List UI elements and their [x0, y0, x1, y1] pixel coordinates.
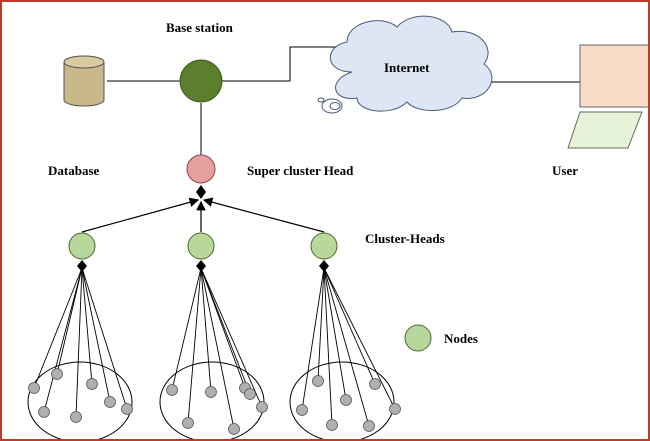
internet-cloud-icon — [317, 15, 493, 114]
cluster-1-link — [81, 267, 93, 385]
cluster-1-link — [33, 267, 83, 389]
cluster-3-link — [301, 267, 325, 411]
cluster-3-link — [317, 267, 325, 382]
nodes-label: Nodes — [444, 331, 478, 346]
cluster-2-link — [200, 267, 263, 408]
cluster-1-diamond — [77, 260, 87, 272]
internet-label: Internet — [384, 60, 430, 75]
cluster-1-node — [70, 411, 82, 423]
cluster-1-link — [43, 267, 83, 413]
cluster-2-node — [205, 386, 217, 398]
cluster-3-diamond — [319, 260, 329, 272]
ch3-to-super-arrow — [202, 197, 325, 233]
cluster-head-1 — [68, 232, 96, 260]
base-to-internet-link — [222, 46, 347, 82]
cluster-head-3 — [310, 232, 338, 260]
cluster-1-node — [86, 378, 98, 390]
super-cluster-head-label: Super cluster Head — [247, 163, 354, 178]
cluster-3-node — [363, 420, 375, 432]
cluster-1-node — [28, 382, 40, 394]
cluster-1-node — [121, 403, 133, 415]
cluster-2-node — [228, 423, 240, 435]
cluster-2-link — [200, 267, 212, 393]
cluster-3-node — [312, 375, 324, 387]
cluster-2-node — [256, 401, 268, 413]
cluster-2-diamond — [196, 260, 206, 272]
cluster-3-node — [326, 419, 338, 431]
clusters-group — [27, 232, 401, 439]
cluster-3-link — [323, 267, 376, 385]
super-cluster-head-node — [186, 154, 216, 184]
cluster-3-node — [389, 403, 401, 415]
ch1-to-super-arrow — [81, 197, 200, 233]
cluster-2-node — [182, 417, 194, 429]
cluster-2-link — [200, 267, 235, 430]
cluster-1-link — [75, 267, 83, 418]
cluster-1-boundary — [27, 361, 133, 439]
cluster-3-link — [323, 267, 370, 427]
user-computer-icon — [567, 44, 648, 149]
cluster-3-link — [323, 267, 333, 426]
cluster-2-node — [166, 384, 178, 396]
cluster-3-node — [340, 394, 352, 406]
base-station-node — [179, 59, 223, 103]
cluster-1-link — [81, 267, 128, 410]
database-label: Database — [48, 163, 100, 178]
database-icon — [63, 55, 105, 107]
cluster-2-link — [200, 267, 251, 395]
cluster-1-link — [56, 267, 83, 375]
cluster-3-boundary — [289, 361, 395, 439]
cluster-3-link — [323, 267, 396, 410]
cluster-3-node — [296, 404, 308, 416]
cluster-2-link — [171, 267, 202, 391]
cluster-2-node — [244, 388, 256, 400]
cluster-1-link — [81, 267, 111, 403]
legend-node-icon — [404, 324, 432, 352]
cluster-3-node — [369, 378, 381, 390]
cluster-head-2 — [187, 232, 215, 260]
cluster-1-node — [38, 406, 50, 418]
super-head-diamond — [196, 185, 206, 199]
cluster-2-link — [187, 267, 202, 424]
user-label: User — [552, 163, 578, 178]
base-station-label: Base station — [166, 20, 234, 35]
cluster-heads-label: Cluster-Heads — [365, 231, 445, 246]
cluster-1-node — [51, 368, 63, 380]
cluster-1-node — [104, 396, 116, 408]
cluster-3-link — [323, 267, 347, 401]
